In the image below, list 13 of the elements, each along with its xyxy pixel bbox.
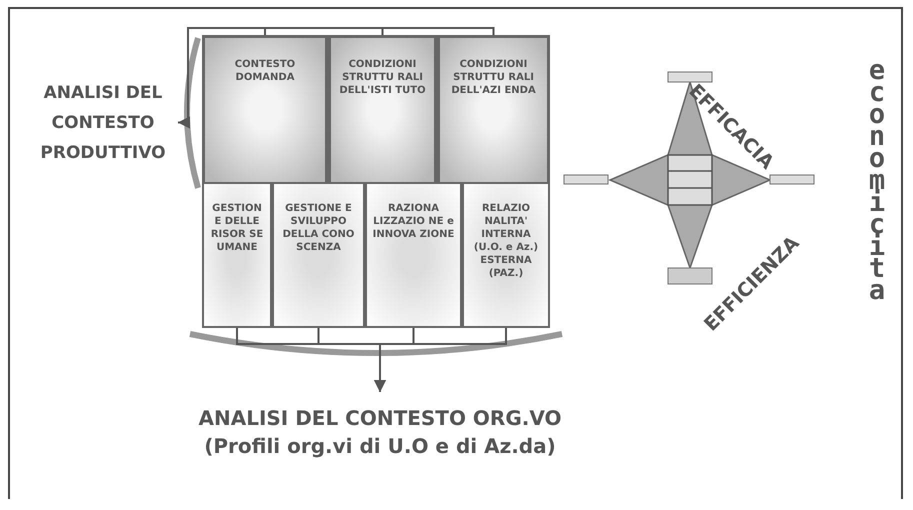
arrow: [178, 27, 494, 128]
heading-text: ANALISI DEL CONTESTO PRODUTTIVO: [39, 82, 167, 164]
area-box: RELAZIO NALITA' INTERNA (U.O. e Az.) ESTERNA (PAZ.): [462, 182, 550, 328]
area-box: GESTION E DELLE RISOR SE UMANE: [202, 182, 272, 328]
condition-box: CONDIZIONI STRUTTU RALI DELL'ISTI TUTO: [328, 35, 437, 185]
arrow: [374, 328, 507, 392]
vertical-label: economicita: [868, 60, 886, 302]
heading-text: (Profili org.vi di U.O e di Az.da): [204, 433, 556, 460]
condition-box: CONDIZIONI STRUTTU RALI DELL'AZI ENDA: [437, 35, 550, 185]
heading-text: ANALISI DEL CONTESTO ORG.VO: [198, 405, 562, 432]
condition-box: CONTESTO DOMANDA: [202, 35, 328, 185]
area-box: RAZIONA LIZZAZIO NE e INNOVA ZIONE: [365, 182, 462, 328]
area-box: GESTIONE E SVILUPPO DELLA CONO SCENZA: [272, 182, 365, 328]
